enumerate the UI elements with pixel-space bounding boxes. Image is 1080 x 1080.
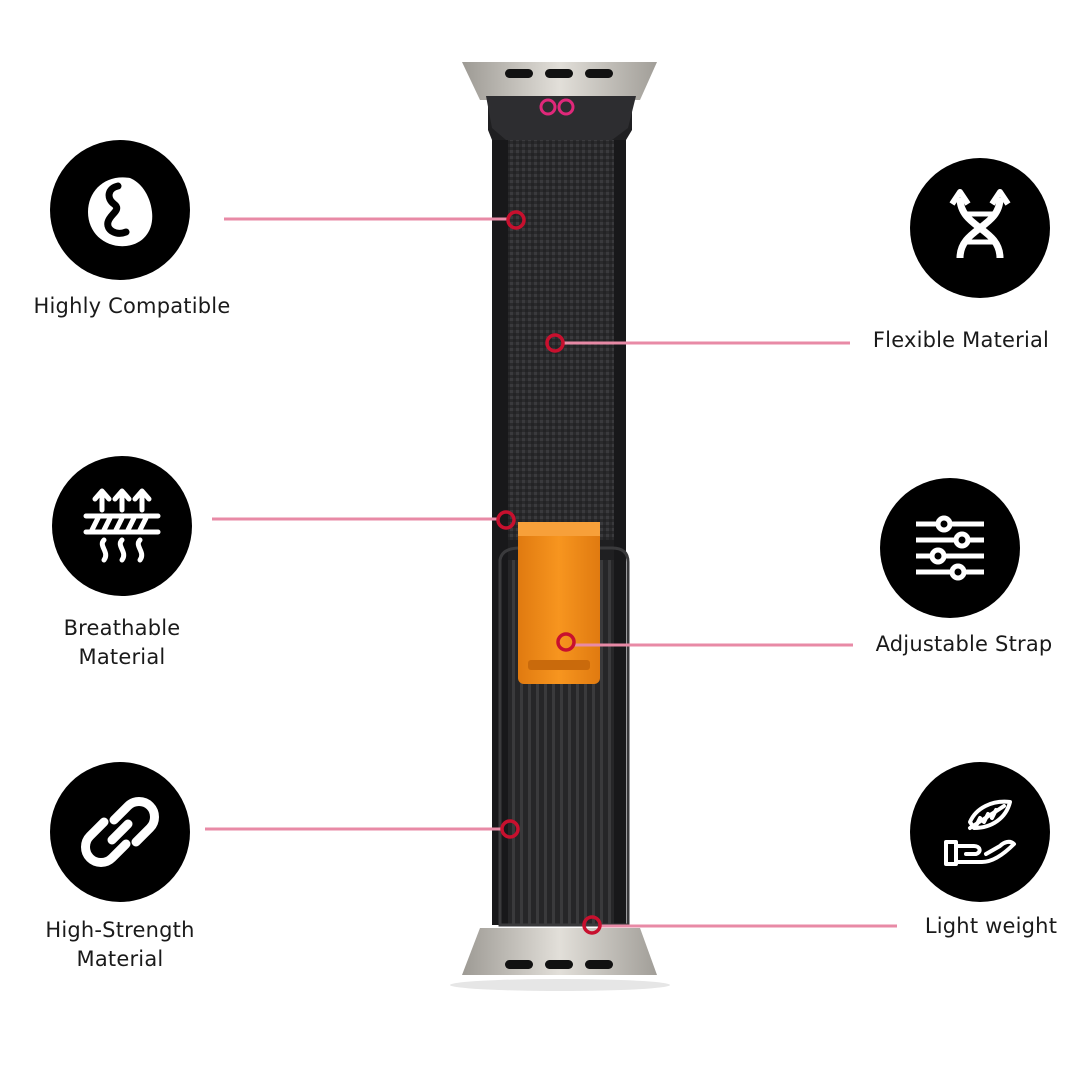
feature-label-lightweight: Light weight	[916, 912, 1066, 941]
callout-dots	[496, 210, 602, 935]
feature-title: Highly Compatible	[33, 294, 231, 318]
callout-dot-breathable	[496, 510, 516, 530]
dna-twist-icon	[949, 189, 1011, 259]
callout-dot-strength	[500, 819, 520, 839]
top-connector	[462, 62, 657, 100]
feature-label-breathable: Breathable Material	[40, 614, 204, 672]
feature-label-flexible: Flexible Material	[866, 326, 1056, 355]
feature-label-compatible: Highly Compatible	[26, 292, 238, 321]
feature-title: Flexible Material	[872, 328, 1050, 352]
callout-dot-flexible	[545, 333, 565, 353]
feature-title: Adjustable Strap	[875, 632, 1053, 656]
feature-title: High-Strength	[45, 918, 195, 942]
callout-lines	[205, 217, 897, 928]
compatibility-icon	[88, 177, 153, 247]
breathable-badge	[52, 456, 192, 596]
strap-body	[486, 96, 636, 927]
sliders-icon	[916, 515, 984, 581]
callout-dot-compatible	[506, 210, 526, 230]
feather-hand-icon	[944, 799, 1016, 866]
lightweight-badge	[910, 762, 1050, 902]
feature-title: Breathable	[63, 616, 181, 640]
strength-badge	[50, 762, 190, 902]
pink-logo-mark	[539, 98, 575, 116]
breathable-layers-icon	[83, 488, 161, 563]
bottom-connector	[450, 928, 670, 991]
feature-label-adjustable: Adjustable Strap	[866, 630, 1062, 659]
feature-title-line2: Material	[78, 645, 166, 669]
compatibility-badge	[50, 140, 190, 280]
flexible-badge	[910, 158, 1050, 298]
callout-dot-lightweight	[582, 915, 602, 935]
orange-buckle-tab	[518, 522, 600, 684]
adjustable-badge	[880, 478, 1020, 618]
chain-link-icon	[81, 797, 159, 867]
feature-title-line2: Material	[76, 947, 164, 971]
feature-title: Light weight	[924, 914, 1058, 938]
feature-label-strength: High-Strength Material	[30, 916, 210, 974]
callout-dot-adjustable	[556, 632, 576, 652]
